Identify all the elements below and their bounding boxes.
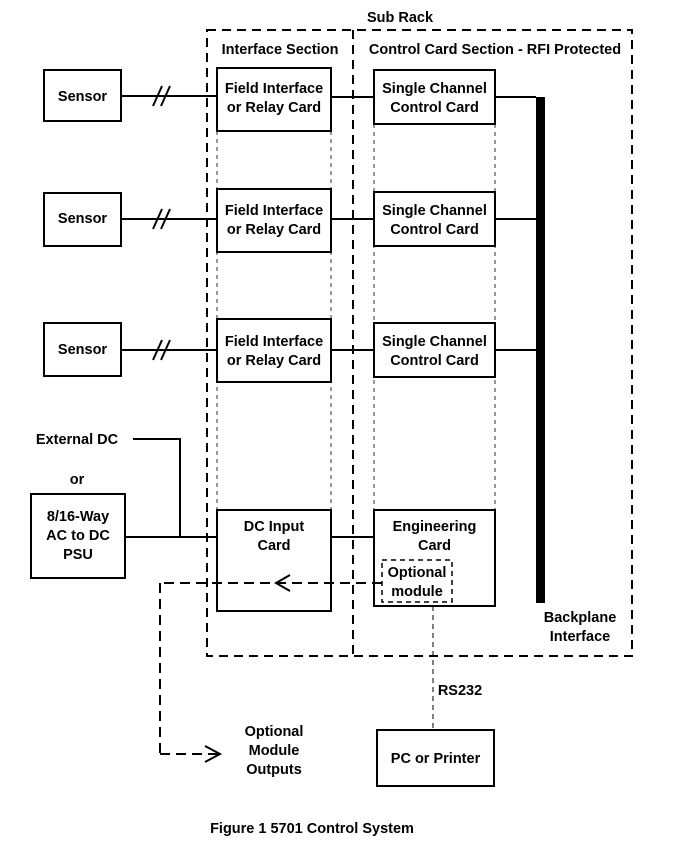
field-interface-card xyxy=(216,67,332,132)
subrack-frame xyxy=(206,29,633,657)
field-interface-card xyxy=(216,188,332,253)
field-card-label-2: or Relay Card xyxy=(227,222,321,238)
field-card-label-1: Field Interface xyxy=(225,81,323,97)
control-card xyxy=(373,191,496,247)
control-card xyxy=(373,322,496,378)
engineering-card xyxy=(373,509,496,607)
optional-module-box xyxy=(381,559,453,603)
control-card-label-2: Control Card xyxy=(390,353,479,369)
subrack-title: Sub Rack xyxy=(367,10,434,26)
break-mark xyxy=(152,339,171,361)
figure-caption: Figure 1 5701 Control System xyxy=(210,821,414,837)
external-dc-label: External DC xyxy=(36,432,119,448)
control-card-label-1: Single Channel xyxy=(382,334,487,350)
dc-input-label-1: DC Input xyxy=(244,519,305,535)
optional-module-label-1: Optional xyxy=(388,565,447,581)
sensor-label: Sensor xyxy=(58,342,108,358)
sensor-label: Sensor xyxy=(58,89,108,105)
rs232-label: RS232 xyxy=(438,683,482,699)
break-mark xyxy=(152,85,171,107)
engineering-label-1: Engineering xyxy=(393,519,477,535)
field-card-label-1: Field Interface xyxy=(225,334,323,350)
psu-label-1: 8/16-Way xyxy=(47,509,109,525)
engineering-label-2: Card xyxy=(418,538,451,554)
optional-output-path xyxy=(159,574,382,763)
break-mark xyxy=(152,208,171,230)
outputs-label-1: Optional xyxy=(245,724,304,740)
dc-input-card xyxy=(216,509,332,612)
outputs-label-2: Module xyxy=(249,743,300,759)
field-card-label-1: Field Interface xyxy=(225,203,323,219)
interface-section-title: Interface Section xyxy=(222,42,339,58)
sensor-label: Sensor xyxy=(58,211,108,227)
control-card xyxy=(373,69,496,125)
or-label: or xyxy=(70,472,85,488)
control-section-title: Control Card Section - RFI Protected xyxy=(369,42,621,58)
pc-printer-label: PC or Printer xyxy=(391,751,481,767)
backplane-label-1: Backplane xyxy=(544,610,617,626)
control-card-label-2: Control Card xyxy=(390,100,479,116)
field-interface-card xyxy=(216,318,332,383)
psu-label-2: AC to DC xyxy=(46,528,110,544)
optional-module-label-2: module xyxy=(391,584,443,600)
backplane-label-2: Interface xyxy=(550,629,610,645)
control-card-label-1: Single Channel xyxy=(382,203,487,219)
field-card-label-2: or Relay Card xyxy=(227,100,321,116)
dc-input-label-2: Card xyxy=(257,538,290,554)
card-slot-guides xyxy=(216,124,496,510)
control-card-label-1: Single Channel xyxy=(382,81,487,97)
control-card-label-2: Control Card xyxy=(390,222,479,238)
field-card-label-2: or Relay Card xyxy=(227,353,321,369)
pc-printer-box xyxy=(376,729,495,787)
backplane-bar xyxy=(536,97,545,603)
outputs-label-3: Outputs xyxy=(246,762,302,778)
psu-label-3: PSU xyxy=(63,547,93,563)
